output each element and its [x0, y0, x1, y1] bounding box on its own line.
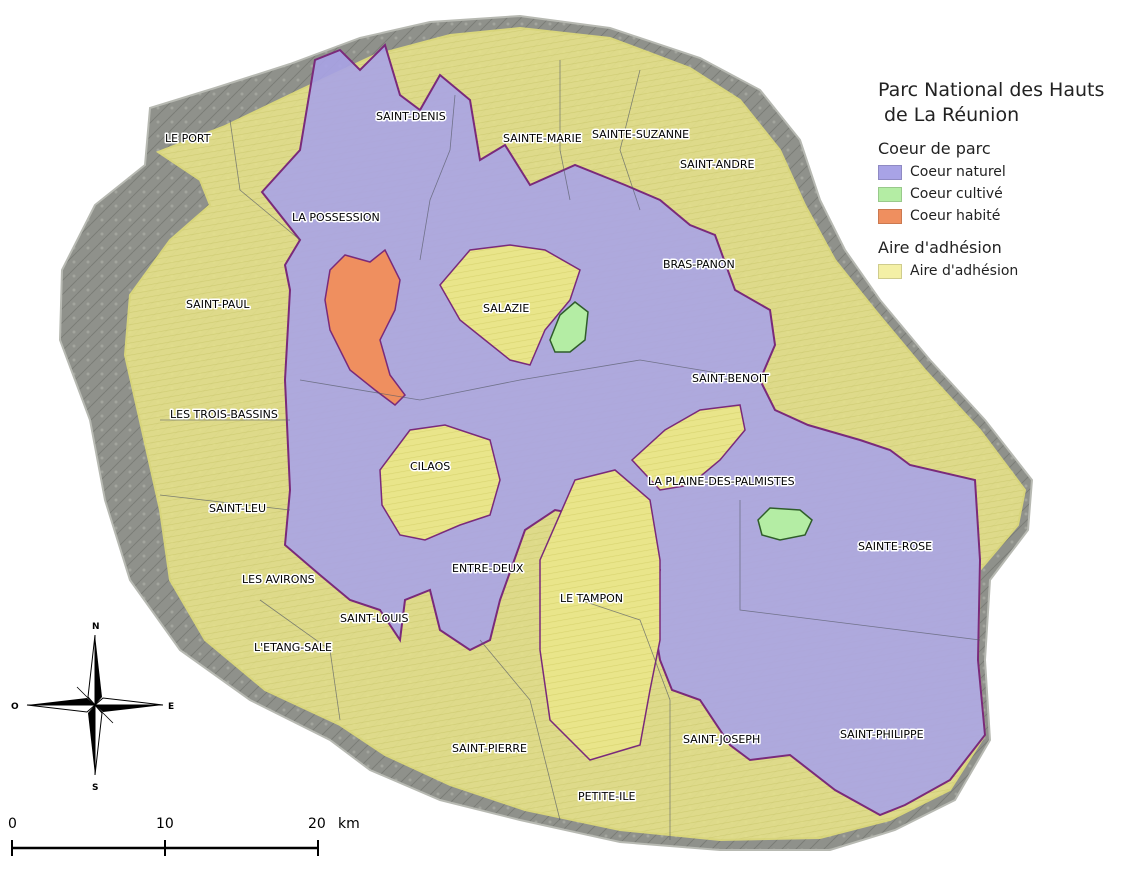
commune-label: SAINT-DENIS — [376, 110, 446, 123]
scale-bar: 0 10 20 km — [8, 816, 360, 856]
scale-tick-20: 20 — [308, 816, 326, 832]
legend-swatch — [878, 263, 902, 279]
commune-label: LA POSSESSION — [292, 211, 380, 224]
legend-title: Parc National des Hauts de La Réunion — [878, 78, 1133, 128]
map-legend: Parc National des Hauts de La Réunion Co… — [878, 78, 1133, 282]
commune-label: ENTRE-DEUX — [452, 562, 524, 575]
legend-swatch — [878, 186, 902, 202]
commune-label: SAINT-JOSEPH — [683, 733, 760, 746]
commune-label: PETITE-ILE — [578, 790, 636, 803]
commune-label: LES AVIRONS — [242, 573, 315, 586]
commune-label: LES TROIS-BASSINS — [170, 408, 278, 421]
tampon-area — [539, 469, 661, 761]
legend-swatch — [878, 208, 902, 224]
commune-label: SAINT-LEU — [209, 502, 266, 515]
commune-label: SAINTE-MARIE — [503, 132, 582, 145]
commune-label: SAINTE-SUZANNE — [592, 128, 689, 141]
commune-label: L'ETANG-SALE — [254, 641, 332, 654]
legend-group-adhesion: Aire d'adhésion — [878, 238, 1002, 257]
compass-s-label: S — [92, 783, 98, 793]
legend-item-inhabited-core: Coeur habité — [878, 205, 1133, 227]
commune-label: SAINT-BENOIT — [692, 372, 769, 385]
commune-boundaries — [159, 60, 981, 840]
commune-label: SAINT-ANDRE — [680, 158, 754, 171]
legend-title-line2: de La Réunion — [884, 104, 1020, 126]
compass-east-arrow — [95, 705, 163, 712]
legend-group-core: Coeur de parc — [878, 139, 991, 158]
legend-item-natural-core: Coeur naturel — [878, 161, 1133, 183]
compass-rose: N S E O — [11, 622, 174, 793]
legend-item-label: Coeur cultivé — [910, 186, 1003, 202]
legend-item-label: Coeur naturel — [910, 164, 1006, 180]
natural-core-area — [260, 43, 987, 817]
scale-tick-10: 10 — [156, 816, 174, 832]
compass-n-label: N — [92, 622, 100, 632]
compass-north-arrow — [95, 635, 102, 705]
compass-e-label: E — [168, 702, 174, 712]
commune-label: SAINT-PIERRE — [452, 742, 527, 755]
commune-label: SAINT-PHILIPPE — [840, 728, 924, 741]
legend-swatch — [878, 164, 902, 180]
inhabited-core-area — [324, 248, 406, 406]
commune-label: SAINTE-ROSE — [858, 540, 932, 553]
commune-labels: LE PORT SAINT-DENIS SAINTE-MARIE SAINTE-… — [164, 109, 934, 805]
cultivated-core-salazie — [549, 301, 589, 353]
scale-tick-0: 0 — [8, 816, 17, 832]
cultivated-core-plaine — [757, 507, 813, 541]
legend-item-adhesion: Aire d'adhésion — [878, 260, 1133, 282]
commune-label: CILAOS — [410, 460, 450, 473]
commune-label: LE PORT — [165, 132, 211, 145]
compass-south-arrow — [88, 705, 95, 775]
commune-label: BRAS-PANON — [663, 258, 735, 271]
cilaos-cirque — [379, 424, 501, 541]
commune-label: SAINT-PAUL — [186, 298, 250, 311]
commune-label: SALAZIE — [483, 302, 529, 315]
legend-item-label: Coeur habité — [910, 208, 1001, 224]
compass-west-arrow — [27, 698, 95, 705]
commune-label: LA PLAINE-DES-PALMISTES — [648, 475, 795, 488]
legend-item-cultivated-core: Coeur cultivé — [878, 183, 1133, 205]
commune-label: SAINT-LOUIS — [340, 612, 409, 625]
salazie-cirque — [439, 244, 581, 366]
commune-label: LE TAMPON — [560, 592, 623, 605]
compass-w-label: O — [11, 702, 19, 712]
plaine-palmistes-area — [630, 404, 746, 491]
legend-title-line1: Parc National des Hauts — [878, 79, 1105, 101]
scale-unit: km — [338, 816, 360, 832]
legend-item-label: Aire d'adhésion — [910, 263, 1019, 279]
